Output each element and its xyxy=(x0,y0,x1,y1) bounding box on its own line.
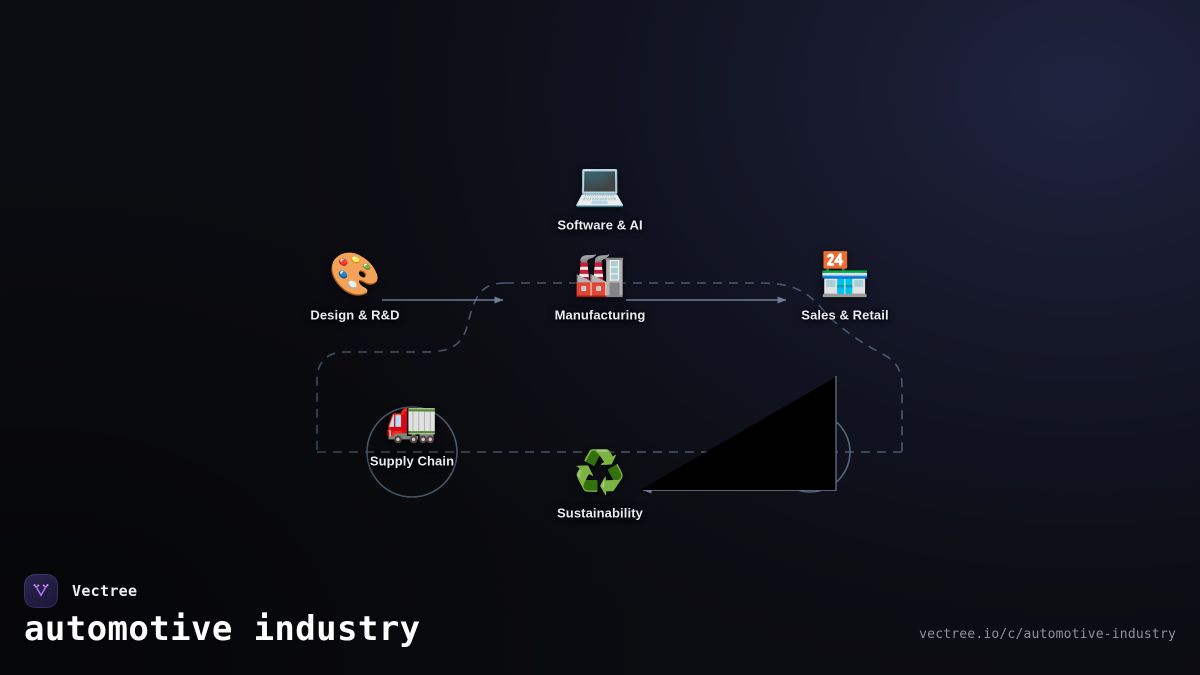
node-label-design-rd: Design & R&D xyxy=(310,307,400,323)
node-design-rd[interactable]: 🎨 Design & R&D xyxy=(280,249,430,323)
node-label-software-ai: Software & AI xyxy=(557,217,643,233)
node-ring-supply-chain xyxy=(366,406,458,498)
node-sales-retail[interactable]: 🏪 Sales & Retail xyxy=(770,249,920,323)
node-sustainability[interactable]: ♻️ Sustainability xyxy=(525,447,675,521)
edge-dashed-manufacturing-sales xyxy=(505,282,831,319)
node-supply-chain[interactable]: 🚛 Supply Chain xyxy=(337,395,487,469)
node-label-supply-chain: Supply Chain xyxy=(369,453,455,469)
footer-url: vectree.io/c/automotive-industry xyxy=(919,627,1176,642)
edge-dashed-design-supplychain xyxy=(316,282,506,452)
footer-bar: Vectree automotive industry vectree.io/c… xyxy=(0,557,1200,675)
convenience-store-emoji: 🏪 xyxy=(818,249,872,299)
brand-row[interactable]: Vectree xyxy=(24,574,137,608)
node-manufacturing[interactable]: 🏭 Manufacturing xyxy=(525,249,675,323)
laptop-emoji: 💻 xyxy=(573,159,627,209)
node-label-manufacturing: Manufacturing xyxy=(554,307,646,323)
artist-palette-emoji: 🎨 xyxy=(328,249,382,299)
factory-emoji: 🏭 xyxy=(573,249,627,299)
vectree-logo-icon xyxy=(24,574,58,608)
edge-dashed-sales-loopback xyxy=(829,317,903,452)
node-label-sustainability: Sustainability xyxy=(557,505,643,521)
page-title: automotive industry xyxy=(24,609,421,649)
recycling-symbol-emoji: ♻️ xyxy=(573,447,627,497)
brand-name: Vectree xyxy=(72,582,138,600)
articulated-lorry-emoji: 🚛 xyxy=(385,395,439,445)
node-label-sales-retail: Sales & Retail xyxy=(801,307,889,323)
node-software-ai[interactable]: 💻 Software & AI xyxy=(525,159,675,233)
